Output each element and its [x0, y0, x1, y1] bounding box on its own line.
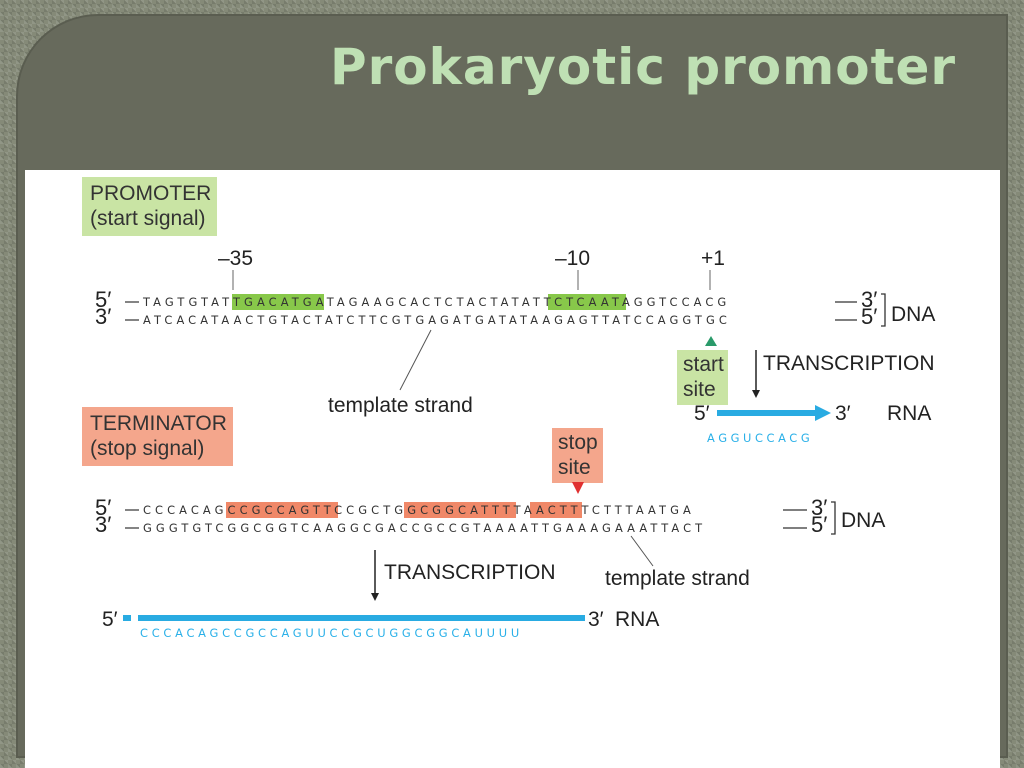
- promoter-top-3prime: 3′: [861, 287, 878, 312]
- position-plus1: +1: [701, 247, 725, 270]
- terminator-template-label: template strand: [605, 567, 750, 590]
- terminator-sublabel: (stop signal): [90, 437, 205, 460]
- position-minus10: –10: [555, 247, 591, 270]
- start-site-box: start site: [677, 350, 728, 405]
- terminator-top-strand: CCCACAGCCGCCAGTTCCGCTGGCGGCATTTTAACTTTCT…: [143, 503, 695, 517]
- promoter-label: PROMOTER: [90, 182, 212, 205]
- terminator-label-box: TERMINATOR (stop signal): [82, 407, 233, 466]
- terminator-transcription-arrowhead: [371, 593, 379, 601]
- terminator-rna-sequence: CCCACAGCCGCCAGUUCCGCUGGCGGCAUUUU: [140, 626, 523, 640]
- terminator-template-pointer: [630, 535, 654, 567]
- stop-site-triangle: [572, 482, 584, 494]
- promoter-top-strand: TAGTGTATTGACATGATAGAAGCACTCTACTATATTCTCA…: [143, 295, 731, 309]
- terminator-rna-5prime: 5′: [102, 608, 118, 631]
- promoter-label-box: PROMOTER (start signal): [82, 177, 218, 236]
- promoter-dna-label: DNA: [891, 303, 936, 326]
- minus35-box-highlight: [232, 294, 324, 310]
- stop-site-sublabel: site: [558, 456, 591, 479]
- terminator-top-5prime: 5′: [95, 495, 112, 520]
- t-run-highlight: [530, 502, 582, 518]
- start-site-sublabel: site: [683, 378, 716, 401]
- minus10-box-highlight: [548, 294, 626, 310]
- start-site-label: start: [683, 353, 724, 376]
- promoter-diagram: PROMOTER (start signal) –35 –10 +1 5′ 3′…: [25, 170, 1000, 768]
- promoter-dna-bracket: [881, 293, 886, 327]
- position-minus35: –35: [218, 247, 254, 270]
- terminator-bottom-5prime: 5′: [811, 512, 828, 537]
- inverted-repeat-2-highlight: [404, 502, 516, 518]
- promoter-rna-arrowhead: [815, 405, 831, 421]
- promoter-bottom-3prime: 3′: [95, 304, 112, 329]
- terminator-dna-label: DNA: [841, 509, 886, 532]
- terminator-bottom-3prime: 3′: [95, 512, 112, 537]
- promoter-top-5prime: 5′: [95, 287, 112, 312]
- promoter-transcription-label: TRANSCRIPTION: [763, 352, 935, 375]
- terminator-dna-bracket: [831, 501, 836, 535]
- promoter-rna-5prime: 5′: [694, 402, 710, 425]
- terminator-bottom-strand: GGGTGTCGGCGGTCAAGGCGACCGCCGTAAAATTGAAAGA…: [143, 521, 707, 535]
- terminator-top-3prime: 3′: [811, 495, 828, 520]
- diagram-graphics: [123, 270, 886, 621]
- terminator-rna-label: RNA: [615, 608, 660, 631]
- terminator-rna-3prime: 3′: [588, 608, 604, 631]
- promoter-bottom-5prime: 5′: [861, 304, 878, 329]
- inverted-repeat-1-highlight: [226, 502, 338, 518]
- promoter-template-label: template strand: [328, 394, 473, 417]
- promoter-template-pointer: [399, 329, 432, 391]
- stop-site-label: stop: [558, 431, 598, 454]
- promoter-rna-3prime: 3′: [835, 402, 851, 425]
- slide-title: Prokaryotic promoter: [330, 38, 957, 96]
- promoter-rna-sequence: AGGUCCACG: [707, 431, 814, 445]
- stop-site-box: stop site: [552, 428, 603, 483]
- promoter-bottom-strand: ATCACATAACTGTACTATCTTCGTGAGATGATATAAGAGT…: [143, 313, 731, 327]
- promoter-transcription-arrowhead: [752, 390, 760, 398]
- promoter-sublabel: (start signal): [90, 207, 206, 230]
- start-site-triangle: [705, 336, 717, 346]
- terminator-transcription-label: TRANSCRIPTION: [384, 561, 556, 584]
- terminator-label: TERMINATOR: [90, 412, 227, 435]
- promoter-rna-label: RNA: [887, 402, 932, 425]
